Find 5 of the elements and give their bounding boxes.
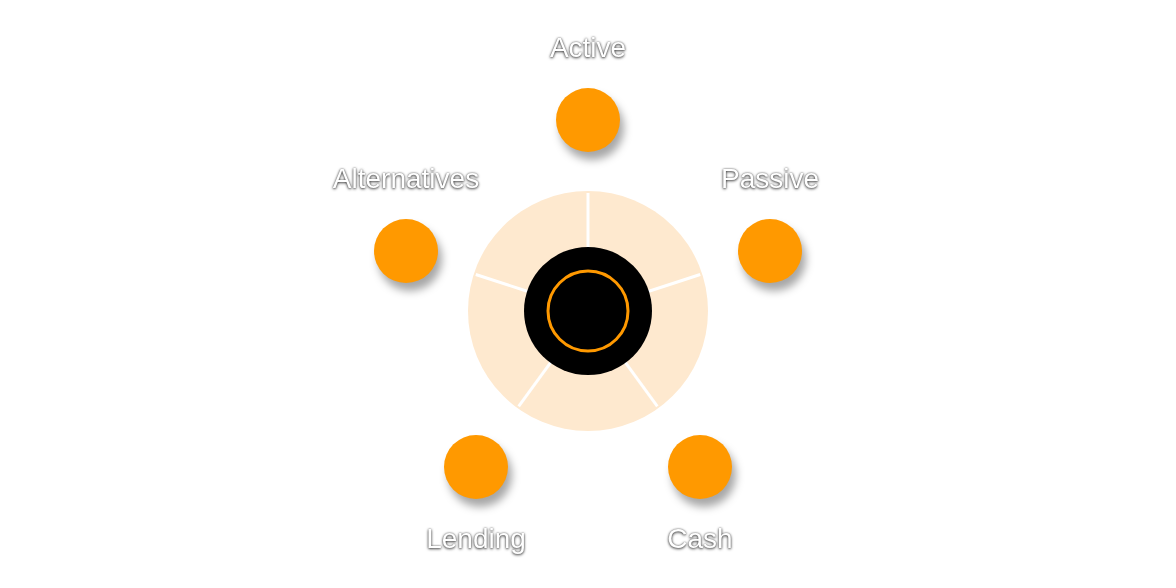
category-label: Passive [720,163,819,195]
category-label: Alternatives [332,163,480,195]
category-label: Lending [426,523,526,555]
category-label: Active [549,32,627,64]
category-label: Cash [667,523,733,555]
